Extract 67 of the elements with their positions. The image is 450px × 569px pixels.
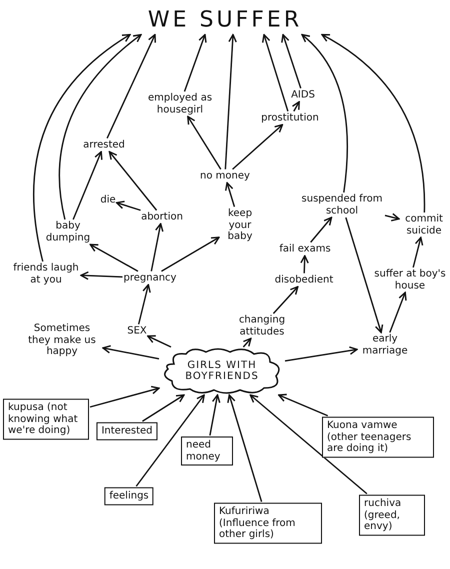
arrow [90, 386, 160, 408]
arrow [262, 34, 289, 112]
note-text: pregnancy [124, 272, 176, 284]
arrow [284, 346, 358, 362]
note-text: disobedient [274, 274, 334, 286]
arrow [90, 244, 138, 272]
note-text: AIDS [291, 89, 315, 101]
arrow [161, 236, 220, 272]
arrow [232, 124, 284, 170]
note-text: no money [200, 170, 250, 182]
cause-box: ruchiva (greed, envy) [359, 494, 425, 536]
cause-box: need money [181, 436, 233, 466]
arrow [116, 200, 141, 211]
note-text: die [100, 194, 116, 206]
note-text: changing attitudes [229, 314, 295, 338]
arrow [272, 286, 299, 314]
note-text: friends laugh at you [12, 262, 80, 286]
arrow [147, 335, 172, 348]
arrow [242, 338, 252, 348]
arrow [150, 223, 164, 272]
cause-box: Interested [96, 422, 158, 440]
arrow [250, 394, 368, 494]
arrow [321, 34, 426, 212]
arrow [225, 182, 236, 207]
note-text: early marriage [358, 334, 412, 356]
arrow [72, 151, 102, 220]
arrow [102, 345, 160, 360]
arrow [142, 394, 185, 422]
note-text: employed as housegirl [139, 92, 221, 116]
cause-box: Kufuririwa (Influence from other girls) [214, 502, 322, 544]
arrow [310, 216, 332, 243]
cause-box: Kuona vamwe (other teenagers are doing it) [322, 416, 434, 458]
arrow [227, 394, 262, 502]
note-text: Sometimes they make us happy [22, 322, 102, 358]
note-text: suspended from school [300, 194, 384, 216]
arrow [300, 255, 309, 274]
note-text: commit suicide [400, 214, 448, 236]
arrow [33, 34, 131, 262]
note-text: prostitution [261, 112, 319, 124]
arrow [138, 284, 151, 324]
arrow [58, 34, 142, 220]
arrow [108, 151, 158, 211]
arrow [224, 34, 237, 170]
arrow [187, 116, 222, 170]
note-text: abortion [141, 211, 183, 223]
arrow [412, 236, 424, 268]
arrow [278, 394, 328, 416]
arrow [184, 34, 207, 92]
arrow [345, 217, 384, 334]
note-text: arrested [83, 139, 125, 151]
arrow [281, 34, 302, 88]
arrow [389, 292, 407, 333]
arrow [209, 394, 220, 436]
note-text: fail exams [279, 243, 331, 255]
arrow [80, 271, 123, 280]
cause-box: kupusa (not knowing what we're doing) [3, 398, 89, 440]
arrow [301, 34, 348, 193]
note-text: keep your baby [220, 208, 260, 242]
note-text: suffer at boy's house [374, 268, 446, 292]
arrow [106, 34, 156, 139]
heading-text: WE SUFFER [148, 7, 302, 33]
cause-box: feelings [104, 487, 154, 505]
arrow [384, 212, 400, 222]
note-text: SEX [127, 325, 147, 337]
arrow [292, 101, 300, 112]
note-text: baby dumping [42, 220, 94, 244]
arrow [136, 394, 205, 487]
